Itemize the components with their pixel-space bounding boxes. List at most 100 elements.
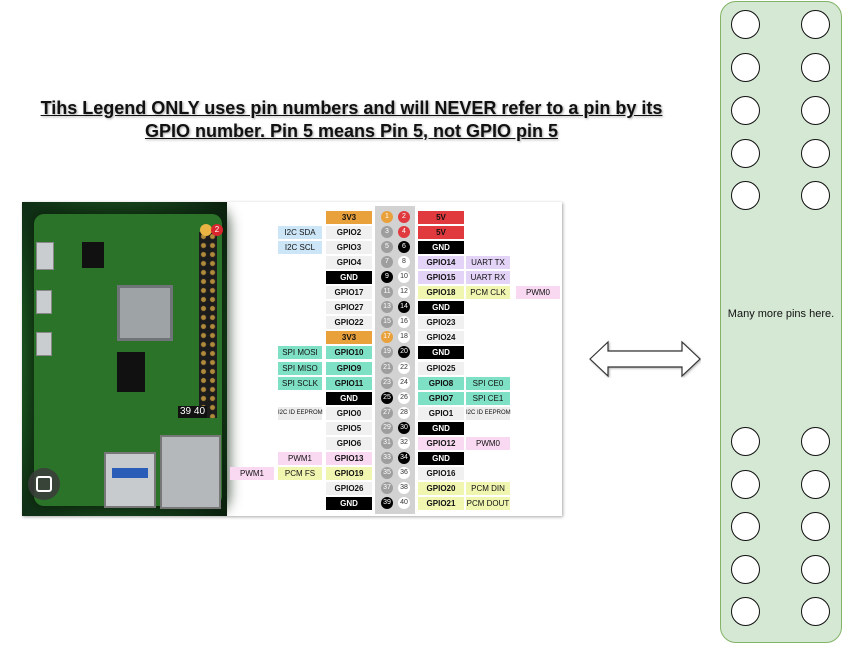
left-pin-name: GND xyxy=(326,496,372,510)
right-pin-name: GPIO21 xyxy=(418,496,464,510)
left-pin-name: GPIO10 xyxy=(326,346,372,360)
soc-chip xyxy=(117,285,173,341)
left-pin-name: 3V3 xyxy=(326,331,372,345)
left-pin-name: GPIO17 xyxy=(326,286,372,300)
usb-c-port xyxy=(36,242,54,270)
left-function: I2C SCL xyxy=(278,241,322,255)
right-pin-name: GND xyxy=(418,346,464,360)
pinout-row: GPIO5 29 30 GND xyxy=(22,421,562,436)
right-pin-name: GND xyxy=(418,421,464,435)
raspberry-pi-board-photo: 2 39 40 xyxy=(22,202,227,516)
left-pin-name: GPIO0 xyxy=(326,406,372,420)
pin-hole xyxy=(801,53,830,82)
right-function: PCM CLK xyxy=(466,286,510,300)
pin-hole xyxy=(801,181,830,210)
right-pin-name: GPIO8 xyxy=(418,376,464,390)
right-pin-name: GND xyxy=(418,241,464,255)
left-pin-name: GPIO19 xyxy=(326,466,372,480)
pin-number: 23 xyxy=(381,376,393,389)
pin-39-label: 39 xyxy=(180,406,192,417)
pin-hole xyxy=(731,597,760,626)
pin-number: 8 xyxy=(398,256,410,269)
pin-number: 9 xyxy=(381,271,393,284)
pin-hole xyxy=(731,512,760,541)
pin-number: 24 xyxy=(398,376,410,389)
pin-hole xyxy=(801,10,830,39)
panel-note: Many more pins here. xyxy=(727,308,835,320)
pin-panel: Many more pins here. xyxy=(720,1,842,643)
pin-hole xyxy=(801,555,830,584)
left-pin-name: GPIO22 xyxy=(326,316,372,330)
pin-hole xyxy=(731,470,760,499)
left-function: PCM FS xyxy=(278,466,322,480)
pin-number: 39 xyxy=(381,496,393,509)
pin-number: 37 xyxy=(381,481,393,494)
right-pin-name: GPIO20 xyxy=(418,481,464,495)
usb3-ports xyxy=(104,452,156,508)
ethernet-port xyxy=(160,435,221,509)
pin-number: 11 xyxy=(381,286,393,299)
pin-number: 18 xyxy=(398,331,410,344)
micro-hdmi-port-2 xyxy=(36,332,52,356)
pin-number: 4 xyxy=(398,226,410,239)
visual-search-icon[interactable] xyxy=(28,468,60,500)
right-pin-name: 5V xyxy=(418,226,464,240)
left-function: PWM1 xyxy=(278,451,322,465)
pin-hole xyxy=(801,427,830,456)
left-pin-name: GPIO4 xyxy=(326,256,372,270)
pin-number: 40 xyxy=(398,496,410,509)
pin-hole xyxy=(731,427,760,456)
pin-hole xyxy=(801,597,830,626)
pin-40-label: 40 xyxy=(193,406,206,417)
right-pin-name: GPIO15 xyxy=(418,271,464,285)
pin-hole xyxy=(731,139,760,168)
right-pin-name: GND xyxy=(418,301,464,315)
left-pin-name: GND xyxy=(326,271,372,285)
pin-hole xyxy=(731,181,760,210)
pin-hole xyxy=(801,512,830,541)
pin-hole xyxy=(731,96,760,125)
pin-hole xyxy=(801,139,830,168)
right-function: PCM DOUT xyxy=(466,496,510,510)
left-pin-name: GPIO26 xyxy=(326,481,372,495)
pin-number: 13 xyxy=(381,301,393,314)
pin-number: 29 xyxy=(381,421,393,434)
left-pin-name: GPIO11 xyxy=(326,376,372,390)
right-function: UART TX xyxy=(466,256,510,270)
pin-hole xyxy=(731,555,760,584)
pin-number: 30 xyxy=(398,421,410,434)
left-pin-name: GPIO9 xyxy=(326,361,372,375)
pin-number: 21 xyxy=(381,361,393,374)
pin-number: 31 xyxy=(381,436,393,449)
pin-number: 17 xyxy=(381,331,393,344)
right-pin-name: GPIO23 xyxy=(418,316,464,330)
right-pin-name: 5V xyxy=(418,211,464,224)
headline-line-2: GPIO number. Pin 5 means Pin 5, not GPIO… xyxy=(144,121,559,141)
gpio-header xyxy=(199,232,217,418)
pin-number: 36 xyxy=(398,466,410,479)
pin-number: 35 xyxy=(381,466,393,479)
right-pin-name: GPIO1 xyxy=(418,406,464,420)
right-function: I2C ID EEPROM xyxy=(466,406,511,420)
right-pin-name: GPIO18 xyxy=(418,286,464,300)
left-pin-name: GPIO5 xyxy=(326,421,372,435)
pin-number: 14 xyxy=(398,301,410,314)
pin-1-marker xyxy=(200,224,212,236)
headline-line-1: Tihs Legend ONLY uses pin numbers and wi… xyxy=(40,98,663,118)
left-pin-name: GPIO3 xyxy=(326,241,372,255)
double-arrow-icon xyxy=(589,340,701,378)
right-pin-name: GPIO25 xyxy=(418,361,464,375)
left-pin-name: GPIO13 xyxy=(326,451,372,465)
pin-number: 34 xyxy=(398,451,410,464)
